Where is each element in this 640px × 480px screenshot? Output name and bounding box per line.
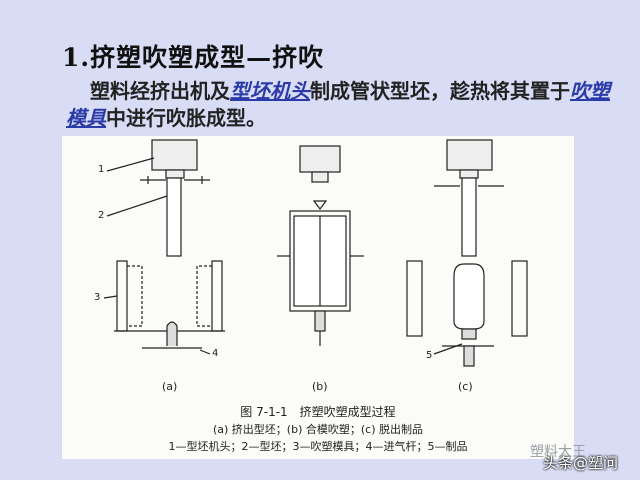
- part-number-3: 3: [94, 292, 101, 303]
- para-text-2: 制成管状型坯，趁热将其置于: [310, 79, 570, 103]
- part-number-2: 2: [98, 210, 105, 221]
- part-number-1: 1: [98, 164, 105, 175]
- figure-caption-sub: (a) 挤出型坯；(b) 合模吹塑；(c) 脱出制品: [212, 423, 423, 436]
- mold-half-left-a: [116, 260, 128, 332]
- die-head-c: [446, 139, 493, 171]
- mold-half-left-c: [406, 260, 423, 337]
- diagram-a: [103, 139, 225, 355]
- die-head-a: [151, 139, 198, 171]
- parison-a: [166, 177, 182, 257]
- term-blow-mold[interactable]: 吹塑模具: [66, 79, 610, 130]
- para-text-1: 塑料经挤出机及: [90, 79, 230, 103]
- process-diagram: [103, 139, 528, 367]
- pinch-b: [312, 200, 328, 210]
- watermark-text: 塑料大王: [530, 444, 586, 460]
- sublabel-a: (a): [162, 380, 178, 393]
- diagram-c: [406, 139, 528, 367]
- part-number-4: 4: [212, 348, 219, 359]
- description-paragraph: 塑料经挤出机及型坯机头制成管状型坯，趁热将其置于吹塑模具中进行吹胀成型。: [66, 78, 611, 132]
- air-pin-b: [314, 310, 326, 332]
- term-parison-head[interactable]: 型坯机头: [230, 79, 310, 103]
- air-pin-a: [166, 321, 178, 346]
- slide-title: 1.挤塑吹塑成型—挤吹: [62, 43, 325, 72]
- parison-c: [461, 177, 477, 257]
- sublabel-b: (b): [312, 380, 328, 393]
- process-figure: 1 2 3 4 5 (a) (b) (c) 图 7-1-1 挤塑吹塑成型过程 (…: [62, 136, 574, 459]
- part-number-5: 5: [426, 350, 433, 361]
- diagram-b: [277, 145, 364, 346]
- figure-caption-title: 图 7-1-1 挤塑吹塑成型过程: [240, 405, 396, 419]
- mold-half-right-a: [211, 260, 223, 332]
- product-c: [453, 263, 485, 330]
- sublabel-c: (c): [458, 380, 473, 393]
- figure-caption-legend: 1—型坯机头；2—型坯；3—吹塑模具；4—进气杆；5—制品: [168, 440, 468, 453]
- source-badge: 头条@塑问: [543, 454, 619, 472]
- die-head-b: [299, 145, 341, 173]
- para-text-3: 中进行吹胀成型。: [106, 106, 266, 130]
- mold-half-right-c: [511, 260, 528, 337]
